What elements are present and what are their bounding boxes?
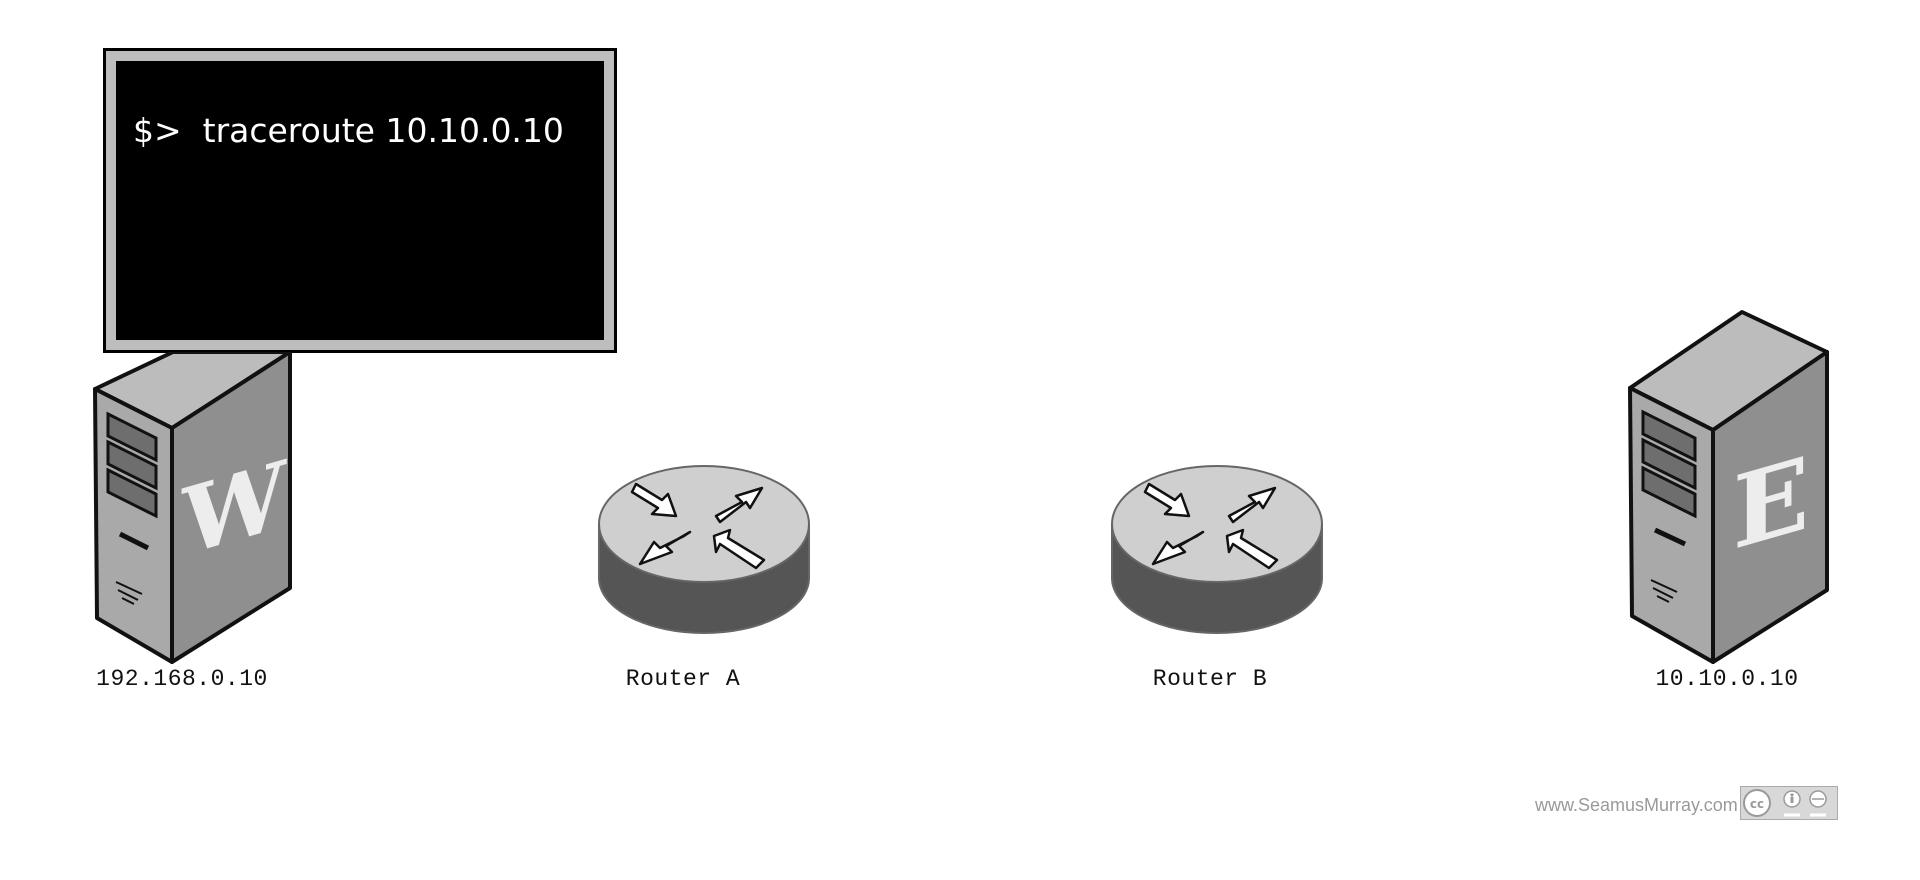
creative-commons-badge-icon: cc <box>1740 786 1838 820</box>
terminal-command: $> traceroute 10.10.0.10 <box>133 111 564 150</box>
terminal-screen: $> traceroute 10.10.0.10 <box>116 61 604 340</box>
router-a-icon <box>598 465 810 634</box>
svg-text:cc: cc <box>1750 797 1764 811</box>
server-letter: E <box>1733 434 1809 573</box>
router-b-label: Router B <box>1152 666 1268 692</box>
source-server-icon: W <box>93 352 292 664</box>
destination-ip-label: 10.10.0.10 <box>1655 666 1799 692</box>
router-a-label: Router A <box>625 666 741 692</box>
router-b-icon <box>1111 465 1323 634</box>
source-ip-label: 192.168.0.10 <box>96 666 268 692</box>
credit-text: www.SeamusMurray.com <box>1535 795 1738 815</box>
terminal-window: $> traceroute 10.10.0.10 <box>103 48 617 353</box>
destination-server-icon: E <box>1628 310 1829 664</box>
